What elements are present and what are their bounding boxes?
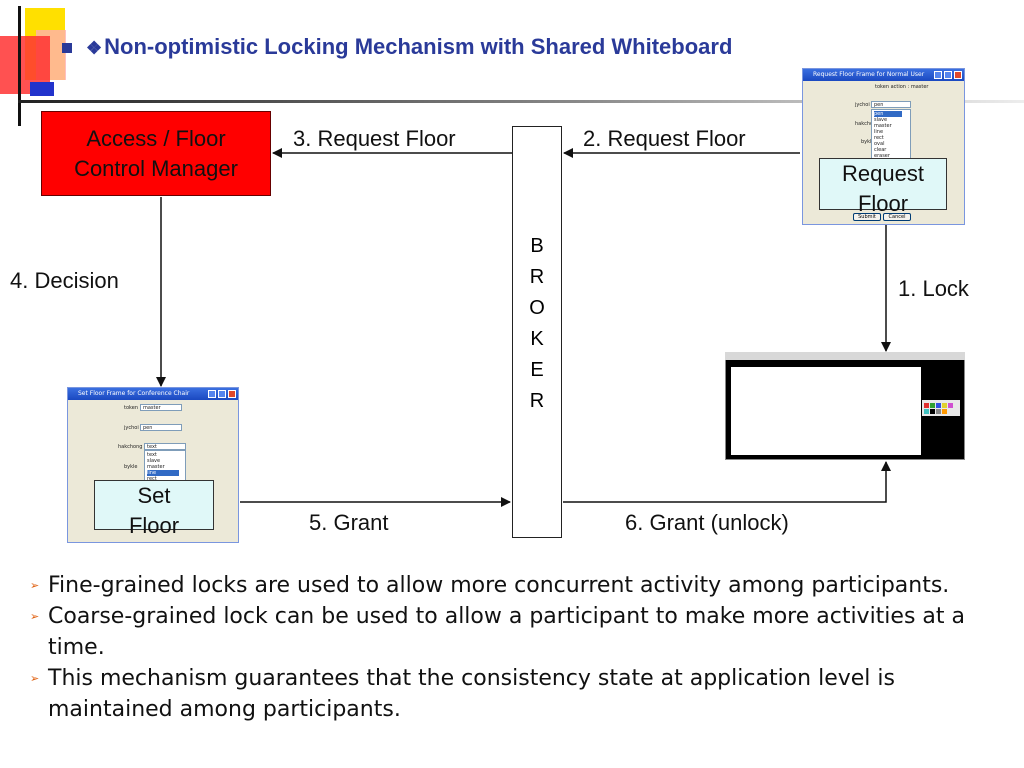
request-window-header: token action : master [875,84,929,90]
set-row-select[interactable]: text [144,443,186,450]
bullet-item: ➢ Coarse-grained lock can be used to all… [30,601,990,663]
close-icon[interactable] [228,390,236,398]
bullet-text: Coarse-grained lock can be used to allow… [48,604,965,660]
broker-letter: O [529,297,545,319]
set-row-label: token [124,405,138,411]
bullet-arrow-icon: ➢ [30,610,40,623]
set-row-label: jychoi [124,425,139,431]
set-floor-line2: Floor [128,513,180,538]
decorative-blue-square [30,82,54,96]
request-option-list[interactable]: pen slave master line rect oval clear er… [871,109,911,159]
decorative-vertical-rule [18,6,21,126]
label-grant: 5. Grant [309,510,389,535]
list-item[interactable]: pen [874,111,902,117]
maximize-icon[interactable] [218,390,226,398]
request-side-label: bykle [861,139,875,145]
palette-swatches [924,403,953,414]
title-square-icon [62,43,72,54]
minimize-icon[interactable] [934,71,942,79]
whiteboard-palette[interactable] [922,400,960,416]
label-request-floor-3: 3. Request Floor [293,126,456,151]
bullet-arrow-icon: ➢ [30,672,40,685]
list-item[interactable]: master [147,464,165,470]
set-row-select[interactable]: pen [140,424,182,431]
cancel-button[interactable]: Cancel [883,213,911,221]
request-floor-line1: Request [842,161,924,186]
bullet-item: ➢ This mechanism guarantees that the con… [30,663,990,725]
minimize-icon[interactable] [208,390,216,398]
arrow-grant-unlock [563,461,891,503]
set-window-titlebar: Set Floor Frame for Conference Chair [68,388,238,400]
request-floor-box: Request Floor [819,158,947,216]
list-item[interactable]: oval [874,141,885,147]
maximize-icon[interactable] [944,71,952,79]
label-decision: 4. Decision [10,268,119,293]
request-field-select[interactable]: pen [871,101,911,108]
set-row-label: bykle [124,464,138,470]
set-option-list[interactable]: text slave master line rect [144,450,186,484]
list-item[interactable]: eraser [874,153,890,159]
bullet-item: ➢ Fine-grained locks are used to allow m… [30,570,990,601]
whiteboard-canvas[interactable] [731,367,921,455]
bullet-text: This mechanism guarantees that the consi… [48,666,895,722]
decorative-horizontal-rule [18,100,1024,103]
access-manager-line1: Access / Floor [86,126,226,151]
whiteboard-menubar [725,352,965,360]
broker-letter: R [529,390,545,412]
access-manager-line2: Control Manager [74,156,238,181]
title-diamond-icon: ❖ [86,38,103,58]
list-item[interactable]: slave [147,458,161,464]
bullet-text: Fine-grained locks are used to allow mor… [48,573,950,598]
submit-button[interactable]: Submit [853,213,881,221]
list-item[interactable]: clear [874,147,887,153]
broker-letter: R [529,266,545,288]
title-text: Non-optimistic Locking Mechanism with Sh… [104,34,733,59]
set-row-select[interactable]: master [140,404,182,411]
set-window-title: Set Floor Frame for Conference Chair [78,390,190,397]
label-lock: 1. Lock [898,276,969,301]
broker-letter: K [530,328,544,350]
bullet-list: ➢ Fine-grained locks are used to allow m… [30,570,990,725]
list-item[interactable]: rect [147,476,157,482]
bullet-arrow-icon: ➢ [30,579,40,592]
request-floor-line2: Floor [857,191,909,216]
broker-box: B R O K E R [512,126,562,538]
broker-letter: B [530,235,544,257]
close-icon[interactable] [954,71,962,79]
request-window-titlebar: Request Floor Frame for Normal User [803,69,964,81]
list-item[interactable]: line [147,470,179,476]
slide-title: ❖Non-optimistic Locking Mechanism with S… [62,34,732,60]
list-item[interactable]: line [874,129,884,135]
request-window-title: Request Floor Frame for Normal User [813,71,925,78]
request-side-label: hakcho [855,121,874,127]
access-floor-control-manager-box: Access / Floor Control Manager [41,111,271,196]
list-item[interactable]: slave [874,117,888,123]
list-item[interactable]: master [874,123,892,129]
list-item[interactable]: text [147,452,157,458]
broker-letter: E [530,359,544,381]
set-row-label: hakchong [118,444,143,450]
set-floor-line1: Set [137,483,171,508]
request-field-label: jychoi [855,102,870,108]
set-floor-box: Set Floor [94,480,214,538]
label-request-floor-2: 2. Request Floor [583,126,746,151]
list-item[interactable]: rect [874,135,884,141]
label-grant-unlock: 6. Grant (unlock) [625,510,789,535]
